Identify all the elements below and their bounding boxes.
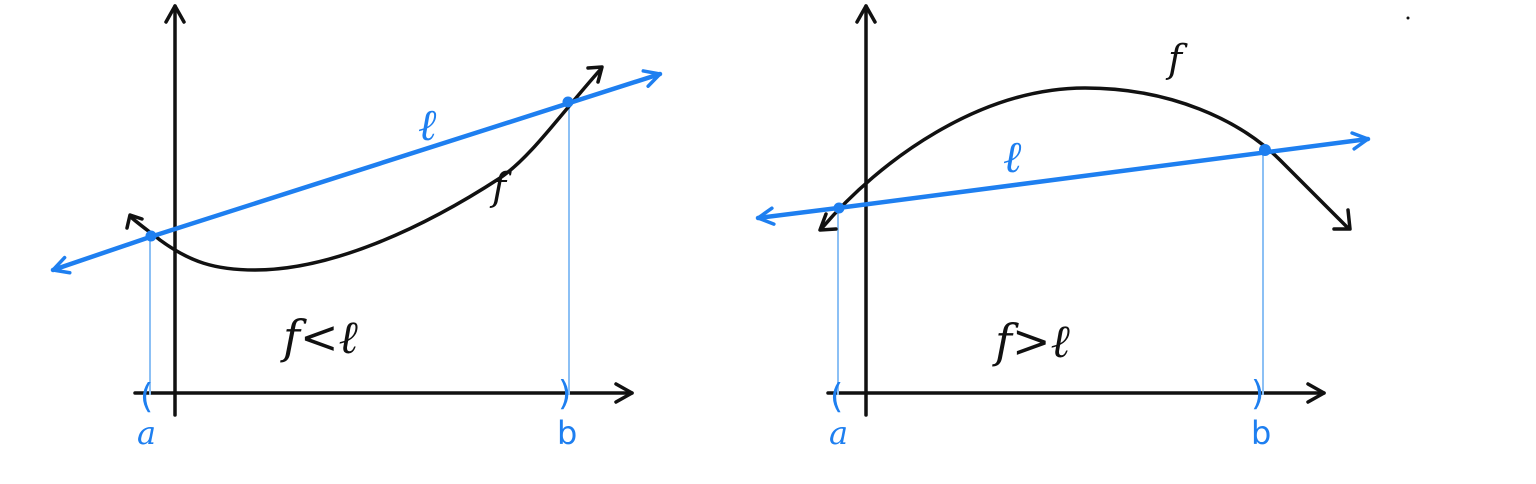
left-curve-f bbox=[130, 68, 602, 272]
right-panel: ℓ f f>ℓ ( ) a b bbox=[755, 4, 1371, 452]
left-line-label: ℓ bbox=[418, 100, 437, 151]
right-line-label: ℓ bbox=[1003, 132, 1022, 183]
left-line-l bbox=[147, 69, 663, 240]
right-curve-arrow-end bbox=[1332, 208, 1352, 231]
left-panel: ℓ f f<ℓ ( ) a b bbox=[50, 4, 663, 452]
right-line-l bbox=[835, 131, 1371, 211]
left-curve-arrow-start bbox=[125, 213, 144, 230]
right-curve-label: f bbox=[1165, 37, 1188, 81]
right-curve-arrow-start bbox=[818, 212, 838, 232]
left-intersection-a bbox=[145, 230, 157, 242]
right-a-label: a bbox=[829, 414, 848, 452]
left-interval-open: ( bbox=[140, 377, 153, 417]
left-curve-arrow-end bbox=[586, 65, 604, 84]
left-line-l-back bbox=[50, 234, 153, 275]
left-interval-close: ) bbox=[558, 374, 571, 414]
right-intersection-a bbox=[833, 202, 845, 214]
left-b-label: b bbox=[557, 414, 577, 452]
left-intersection-b bbox=[562, 96, 574, 108]
right-interval-open: ( bbox=[830, 377, 843, 417]
left-relation-label: f<ℓ bbox=[280, 310, 359, 364]
right-b-label: b bbox=[1251, 414, 1271, 452]
left-a-label: a bbox=[137, 414, 156, 452]
right-interval-close: ) bbox=[1251, 374, 1264, 414]
right-relation-label: f>ℓ bbox=[992, 314, 1071, 368]
right-intersection-b bbox=[1259, 144, 1271, 156]
right-line-l-back bbox=[755, 205, 841, 226]
stray-dot bbox=[1406, 16, 1410, 20]
right-curve-f bbox=[820, 86, 1350, 230]
